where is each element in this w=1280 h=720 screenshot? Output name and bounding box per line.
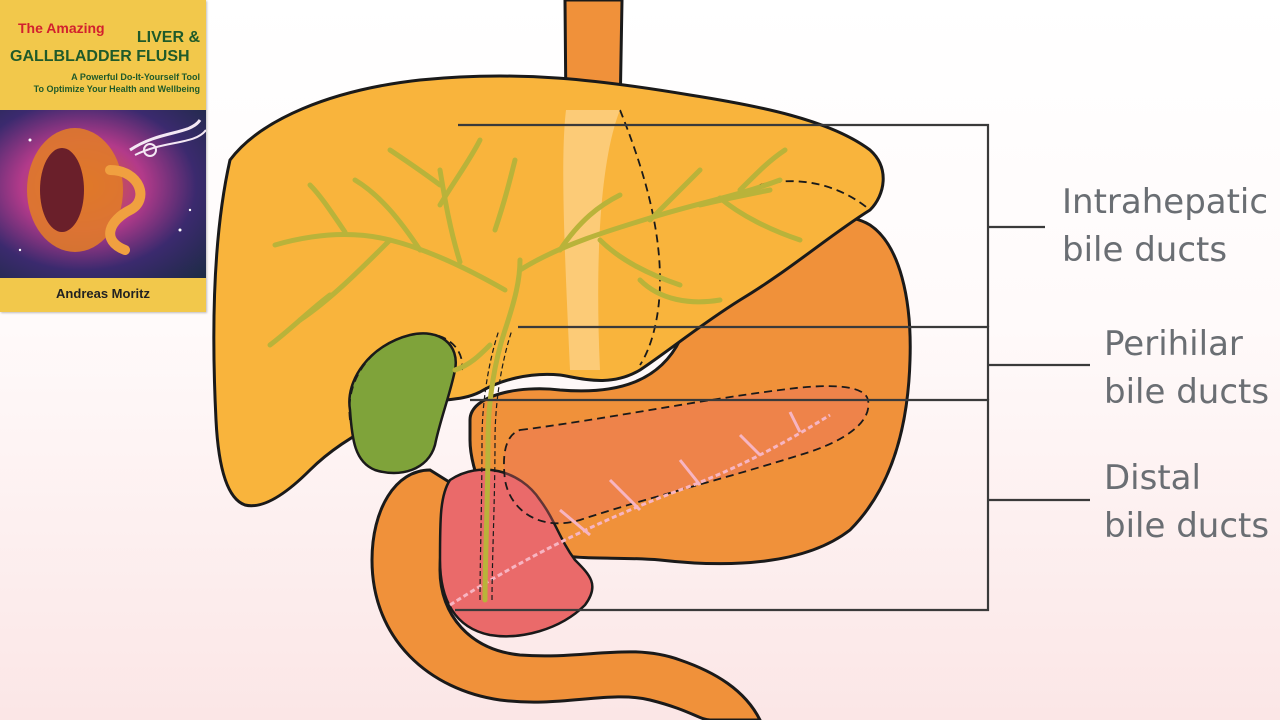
book-subtitle-line2: To Optimize Your Health and Wellbeing <box>33 84 200 94</box>
book-title-line2: GALLBLADDER FLUSH <box>10 48 190 65</box>
book-cover-art <box>0 110 206 278</box>
label-intrahepatic: Intrahepatic bile ducts <box>1062 178 1268 274</box>
label-intrahepatic-line2: bile ducts <box>1062 230 1228 270</box>
book-prefix: The Amazing <box>18 20 105 36</box>
label-distal: Distal bile ducts <box>1104 454 1269 550</box>
book-cover: The Amazing LIVER & GALLBLADDER FLUSH A … <box>0 0 206 312</box>
label-perihilar: Perihilar bile ducts <box>1104 320 1269 416</box>
esophagus-behind-liver <box>563 110 620 370</box>
cover-art-image <box>18 119 206 255</box>
label-perihilar-line2: bile ducts <box>1104 372 1270 412</box>
gallbladder-outline <box>348 332 463 421</box>
label-perihilar-line1: Perihilar <box>1104 324 1243 364</box>
book-subtitle-line1: A Powerful Do-It-Yourself Tool <box>71 72 200 82</box>
pancreas-head <box>438 468 594 638</box>
label-intrahepatic-line1: Intrahepatic <box>1062 182 1269 222</box>
label-distal-line1: Distal <box>1104 458 1201 498</box>
label-distal-line2: bile ducts <box>1104 506 1270 546</box>
pancreatic-duct <box>449 411 831 607</box>
book-title-line1: LIVER & <box>136 29 200 46</box>
gallbladder <box>348 332 458 475</box>
leader-lines <box>455 123 1090 612</box>
stomach <box>468 214 912 566</box>
liver-lobe-line <box>619 109 661 366</box>
bile-duct-tree <box>267 137 803 603</box>
pancreas-body <box>503 385 870 525</box>
book-author: Andreas Moritz <box>56 286 150 301</box>
